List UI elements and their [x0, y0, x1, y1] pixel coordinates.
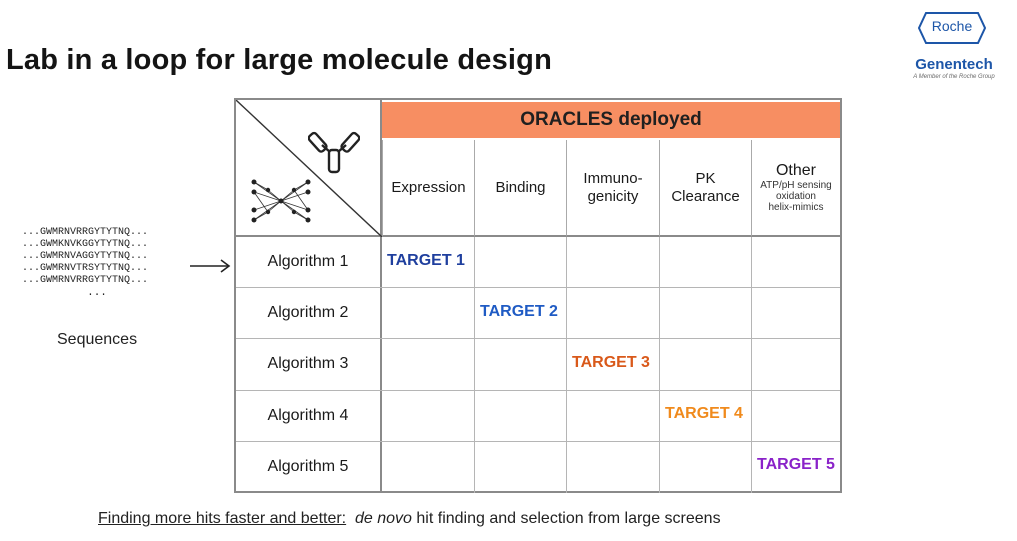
- table-row: Algorithm 2 TARGET 2: [236, 288, 840, 340]
- column-label: Immuno- genicity: [583, 169, 643, 205]
- table-cell: [751, 390, 840, 441]
- table-cell: [659, 288, 751, 339]
- column-header-expression: Expression: [382, 140, 474, 237]
- column-header-immunogenicity: Immuno- genicity: [566, 140, 659, 237]
- table-cell: TARGET 4: [659, 390, 751, 441]
- table-cell: [751, 288, 840, 339]
- column-label: Binding: [495, 178, 546, 196]
- table-corner: [236, 100, 382, 237]
- algorithm-label: Algorithm 5: [236, 441, 382, 493]
- target-label: TARGET 4: [665, 405, 743, 423]
- target-label: TARGET 3: [572, 353, 650, 371]
- sequence-line: ...GWMRNVAGGYTYTNQ...: [22, 251, 149, 262]
- algorithm-label: Algorithm 1: [236, 237, 382, 288]
- table-cell: [474, 390, 566, 441]
- footer-italic: de novo: [355, 510, 412, 527]
- table-cell: [382, 442, 474, 493]
- column-sublabel: ATP/pH sensing oxidation helix-mimics: [760, 180, 832, 213]
- target-label: TARGET 2: [480, 302, 558, 320]
- roche-genentech-logo: Roche Genentech A Member of the Roche Gr…: [906, 12, 1004, 84]
- sequence-line: ...GWMRNVRRGYTYTNQ...: [22, 275, 149, 286]
- target-label: TARGET 1: [387, 251, 465, 269]
- oracles-header: ORACLES deployed: [382, 102, 840, 138]
- oracle-algorithm-table: ORACLES deployed Expression Binding Immu…: [234, 98, 842, 493]
- table-cell: [659, 441, 751, 493]
- table-cell: [659, 237, 751, 288]
- column-header-other: Other ATP/pH sensing oxidation helix-mim…: [751, 140, 840, 237]
- table-cell: [566, 288, 659, 339]
- table-cell: [751, 339, 840, 390]
- table-cell: [566, 237, 659, 288]
- table-row: Algorithm 4 TARGET 4: [236, 390, 840, 442]
- table-cell: [382, 339, 474, 389]
- algorithm-label: Algorithm 2: [236, 288, 382, 339]
- sequence-line: ...GWMKNVKGGYTYTNQ...: [22, 239, 149, 250]
- right-arrow-icon: [190, 259, 231, 273]
- slide-title: Lab in a loop for large molecule design: [6, 44, 552, 76]
- table-cell: [474, 237, 566, 288]
- table-row: Algorithm 5 TARGET 5: [236, 441, 840, 493]
- sequence-line: ...GWMRNVTRSYTYTNQ...: [22, 263, 149, 274]
- sequence-ellipsis: ...: [87, 287, 107, 299]
- table-cell: [566, 390, 659, 441]
- footer-underlined: Finding more hits faster and better:: [98, 510, 347, 527]
- table-cell: TARGET 2: [474, 288, 566, 339]
- target-label: TARGET 5: [757, 456, 835, 474]
- logo-roche-text: Roche: [931, 18, 973, 34]
- roche-hexagon-icon: [918, 12, 986, 44]
- column-label: PK Clearance: [671, 169, 740, 205]
- algorithm-label: Algorithm 3: [236, 339, 382, 390]
- table-cell: [382, 391, 474, 441]
- table-cell: [474, 441, 566, 493]
- neural-network-icon: [251, 179, 311, 223]
- table-row: Algorithm 3 TARGET 3: [236, 339, 840, 391]
- sequences-label: Sequences: [57, 331, 138, 348]
- column-label: Other: [775, 162, 816, 179]
- sequence-line: ...GWMRNVRRGYTYTNQ...: [22, 227, 149, 238]
- corner-diagonal: [236, 100, 382, 237]
- table-cell: TARGET 3: [566, 339, 659, 390]
- column-header-pk-clearance: PK Clearance: [659, 140, 751, 237]
- table-row: Algorithm 1 TARGET 1: [236, 237, 840, 289]
- table-cell: [659, 339, 751, 390]
- logo-tagline: A Member of the Roche Group: [913, 74, 995, 80]
- sequence-list: ...GWMRNVRRGYTYTNQ... ...GWMKNVKGGYTYTNQ…: [22, 227, 192, 299]
- table-cell: TARGET 5: [751, 441, 840, 493]
- table-cell: [382, 288, 474, 338]
- algorithm-label: Algorithm 4: [236, 390, 382, 441]
- antibody-icon: [308, 131, 360, 174]
- table-cell: [751, 237, 840, 288]
- logo-genentech-text: Genentech: [915, 56, 993, 73]
- footer-caption: Finding more hits faster and better: de …: [98, 510, 721, 528]
- column-label: Expression: [391, 178, 466, 196]
- table-cell: [474, 339, 566, 390]
- table-cell: TARGET 1: [382, 237, 474, 287]
- footer-rest: hit finding and selection from large scr…: [411, 510, 721, 527]
- table-cell: [566, 441, 659, 493]
- column-header-binding: Binding: [474, 140, 566, 237]
